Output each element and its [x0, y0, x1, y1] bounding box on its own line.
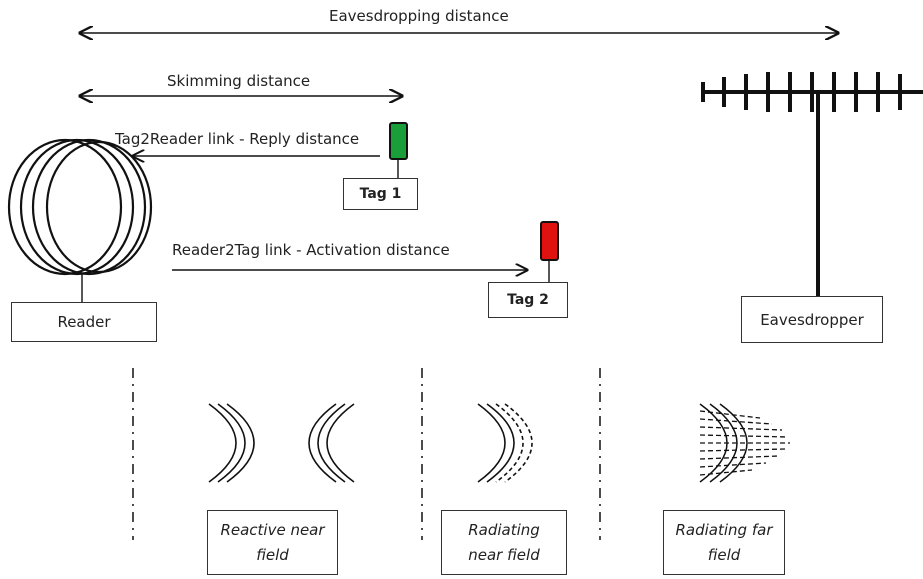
zone-separators: [132, 368, 601, 540]
tag1-led-icon: [389, 122, 408, 160]
radiating-far-field-line2: field: [707, 545, 741, 564]
eavesdropping-distance-label: Eavesdropping distance: [329, 7, 509, 25]
radiating-near-field-line1: Radiating: [468, 520, 540, 539]
tag2-box: Tag 2: [488, 282, 568, 318]
tag2-label: Tag 2: [507, 292, 549, 308]
reactive-near-field-line2: field: [256, 545, 289, 564]
reader-box: Reader: [11, 302, 157, 342]
radiating-far-field-icon: [699, 403, 790, 483]
activation-distance-label: Reader2Tag link - Activation distance: [172, 241, 450, 259]
eavesdropper-label: Eavesdropper: [760, 310, 864, 329]
eavesdropper-antenna-icon: [701, 72, 923, 296]
tag2-led-icon: [540, 221, 559, 261]
reader-coil-icon: [7, 138, 153, 276]
reactive-near-field-box: Reactive near field: [207, 510, 338, 575]
reactive-near-field-icon: [208, 403, 355, 483]
radiating-near-field-icon: [477, 403, 533, 483]
tag1-label: Tag 1: [359, 186, 402, 202]
radiating-near-field-box: Radiating near field: [441, 510, 567, 575]
reader-label: Reader: [57, 313, 111, 331]
reactive-near-field-line1: Reactive near: [220, 520, 325, 539]
reply-distance-label: Tag2Reader link - Reply distance: [115, 130, 360, 148]
radiating-far-field-line1: Radiating far: [675, 520, 773, 539]
radiating-near-field-line2: near field: [468, 545, 540, 564]
radiating-far-field-box: Radiating far field: [663, 510, 785, 575]
eavesdropper-box: Eavesdropper: [741, 296, 883, 343]
tag1-box: Tag 1: [343, 178, 418, 210]
skimming-distance-label: Skimming distance: [167, 72, 311, 90]
